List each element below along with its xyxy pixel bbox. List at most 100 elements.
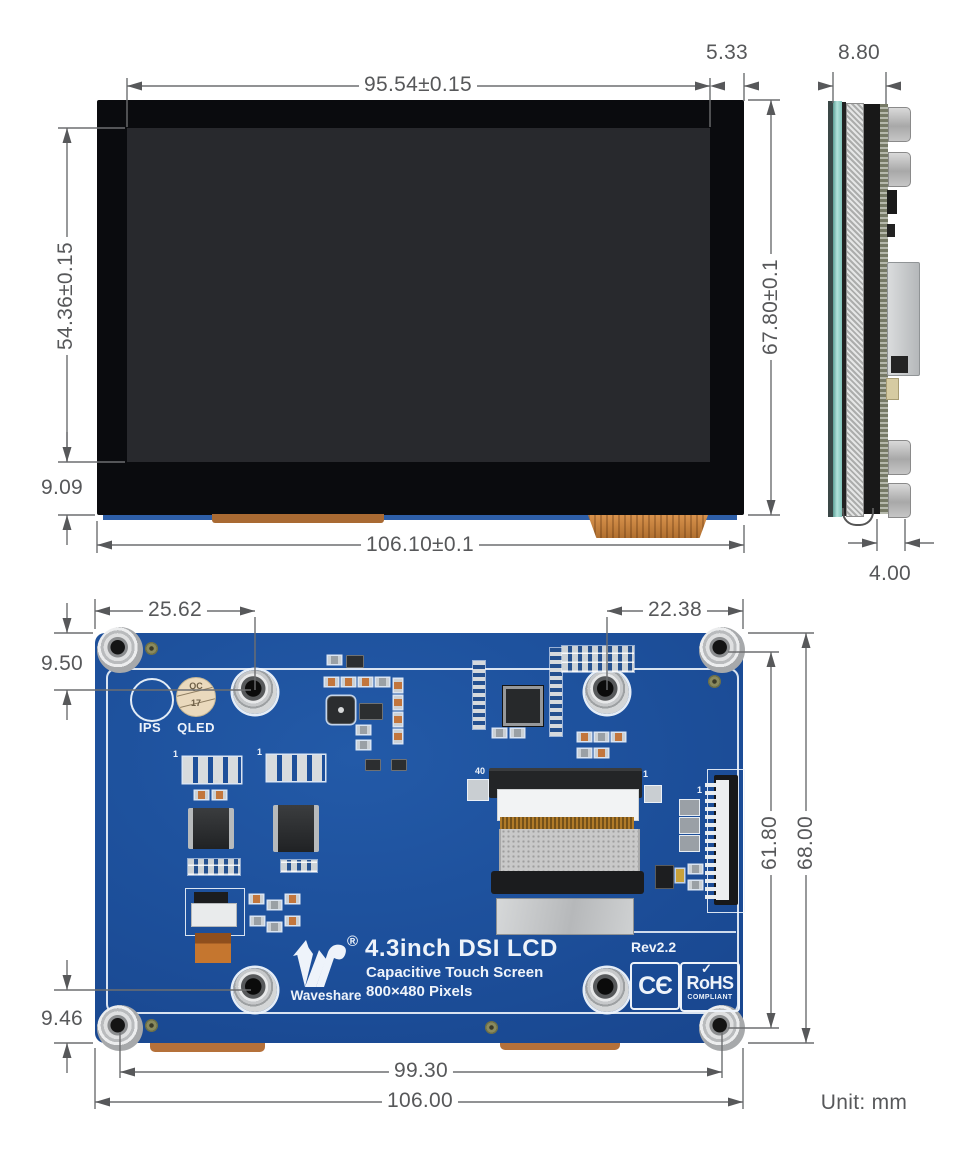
copper-fpc-small bbox=[212, 514, 384, 523]
smd-resistor bbox=[195, 791, 208, 799]
side-metal-frame bbox=[846, 103, 864, 517]
product-resolution: 800×480 Pixels bbox=[366, 983, 473, 1000]
side-pcb-edge bbox=[880, 104, 888, 514]
side-component-small-2 bbox=[887, 224, 895, 237]
product-title: 4.3inch DSI LCD bbox=[365, 935, 558, 962]
pad-column bbox=[550, 648, 562, 736]
waveshare-logo-icon bbox=[293, 940, 346, 987]
ffc-pin40-label: 40 bbox=[475, 766, 486, 776]
side-foam-layer bbox=[864, 104, 880, 514]
smd-capacitor bbox=[268, 901, 281, 909]
side-standoff-3 bbox=[888, 440, 911, 475]
smd-resistor bbox=[612, 733, 625, 741]
test-pad bbox=[679, 835, 700, 852]
smd-resistor bbox=[595, 749, 608, 757]
corner-standoff-top-right bbox=[699, 627, 745, 673]
silkscreen-line-right bbox=[560, 931, 736, 933]
dim-hole-pitch-vertical: 61.80 bbox=[758, 810, 782, 876]
dim-bezel-right: 5.33 bbox=[705, 41, 749, 64]
soic-ic-1 bbox=[188, 808, 234, 849]
smd-resistor-vertical bbox=[394, 679, 402, 692]
via-top-left bbox=[145, 642, 158, 655]
smd-capacitor bbox=[511, 729, 524, 737]
side-connector-tan bbox=[886, 378, 899, 400]
qc-stamp-bottom-text: 17 bbox=[190, 698, 201, 708]
pcb-back-view: QC 17 IPS QLED 1 bbox=[95, 627, 745, 1051]
dim-overall-width: 106.10±0.1 bbox=[361, 533, 479, 557]
side-standoff-2 bbox=[888, 152, 911, 187]
copper-fpc-large bbox=[588, 515, 708, 538]
smd-resistor-vertical bbox=[394, 730, 402, 743]
unit-note: Unit: mm bbox=[820, 1091, 908, 1114]
ce-mark-text: CЄ bbox=[638, 972, 673, 1000]
ffc-anchor-pad-left bbox=[467, 779, 489, 801]
pcb-edge-strip bbox=[103, 515, 737, 520]
smd-resistor bbox=[250, 895, 263, 903]
via-bottom-center bbox=[485, 1021, 498, 1034]
smd-capacitor bbox=[578, 749, 591, 757]
smd-resistor-vertical bbox=[394, 696, 402, 709]
smd-resistor bbox=[213, 791, 226, 799]
smd-resistor bbox=[578, 733, 591, 741]
soic-ic-2 bbox=[273, 805, 319, 852]
dim-board-height: 68.00 bbox=[794, 810, 818, 876]
smd-ic-small bbox=[359, 703, 383, 720]
registered-mark: ® bbox=[347, 933, 359, 950]
ce-mark-box: CЄ bbox=[630, 962, 680, 1010]
dsi-pin-comb bbox=[705, 781, 716, 899]
smd-capacitor bbox=[357, 726, 370, 734]
revision-label: Rev2.2 bbox=[631, 939, 677, 955]
rohs-mark-box: ✓ RoHS COMPLIANT bbox=[680, 961, 740, 1012]
smd-capacitor bbox=[251, 917, 264, 925]
ffc-anchor-pad-right bbox=[644, 785, 662, 803]
qc-stamp-top-text: QC bbox=[189, 681, 203, 691]
smd-resistor bbox=[286, 895, 299, 903]
smd-capacitor bbox=[328, 656, 341, 664]
corner-standoff-bottom-left bbox=[97, 1005, 143, 1051]
shield-plate bbox=[497, 899, 633, 934]
smd-ic-small bbox=[346, 655, 364, 668]
via-bottom-left bbox=[145, 1019, 158, 1032]
rohs-compliant-text: COMPLIANT bbox=[687, 994, 733, 1001]
copper-fpc-bottom-center bbox=[500, 1043, 620, 1050]
corner-standoff-top-left bbox=[97, 627, 143, 673]
jumper2-pin1-label: 1 bbox=[257, 747, 263, 757]
yellow-capacitor bbox=[676, 869, 684, 882]
dim-active-height: 54.36±0.15 bbox=[54, 237, 78, 355]
smd-resistor-vertical bbox=[394, 713, 402, 726]
jumper-pads-1 bbox=[183, 757, 241, 783]
ribbon-clamp bbox=[491, 871, 644, 894]
smd-capacitor bbox=[357, 741, 370, 749]
small-ic bbox=[655, 865, 674, 889]
smd-capacitor bbox=[268, 923, 281, 931]
rohs-check-icon: ✓ bbox=[701, 961, 712, 976]
smd-resistor bbox=[342, 678, 355, 686]
dsi-connector-inner bbox=[716, 780, 729, 900]
side-wire-loop bbox=[842, 508, 874, 526]
dim-bezel-bottom: 9.09 bbox=[40, 476, 84, 499]
dim-board-width: 106.00 bbox=[381, 1089, 459, 1113]
dim-side-thickness: 8.80 bbox=[837, 41, 881, 64]
driver-ic-qfn bbox=[503, 686, 543, 726]
ips-circle bbox=[130, 678, 174, 722]
smd-capacitor bbox=[689, 881, 702, 889]
side-frame-edge bbox=[828, 101, 833, 517]
silkscreen-outline bbox=[106, 668, 739, 1014]
mount-hole-top-left bbox=[233, 670, 277, 714]
smd-capacitor bbox=[376, 678, 389, 686]
qled-label: QLED bbox=[177, 720, 215, 735]
smd-capacitor bbox=[689, 865, 702, 873]
test-pad bbox=[679, 799, 700, 816]
test-pad bbox=[679, 817, 700, 834]
dim-hole-pitch-horizontal: 99.30 bbox=[388, 1059, 454, 1083]
sot23-transistor bbox=[365, 759, 381, 771]
ffc-white-cable bbox=[497, 789, 639, 821]
power-inductor bbox=[327, 696, 355, 724]
smd-capacitor bbox=[493, 729, 506, 737]
side-gap-line bbox=[842, 102, 846, 516]
backlight-fpc-tail bbox=[195, 933, 231, 963]
ffc-gold-fingers bbox=[500, 817, 634, 831]
product-subtitle: Capacitive Touch Screen bbox=[366, 964, 544, 981]
pad-column bbox=[473, 661, 485, 729]
dim-overall-height: 67.80±0.1 bbox=[759, 254, 783, 360]
